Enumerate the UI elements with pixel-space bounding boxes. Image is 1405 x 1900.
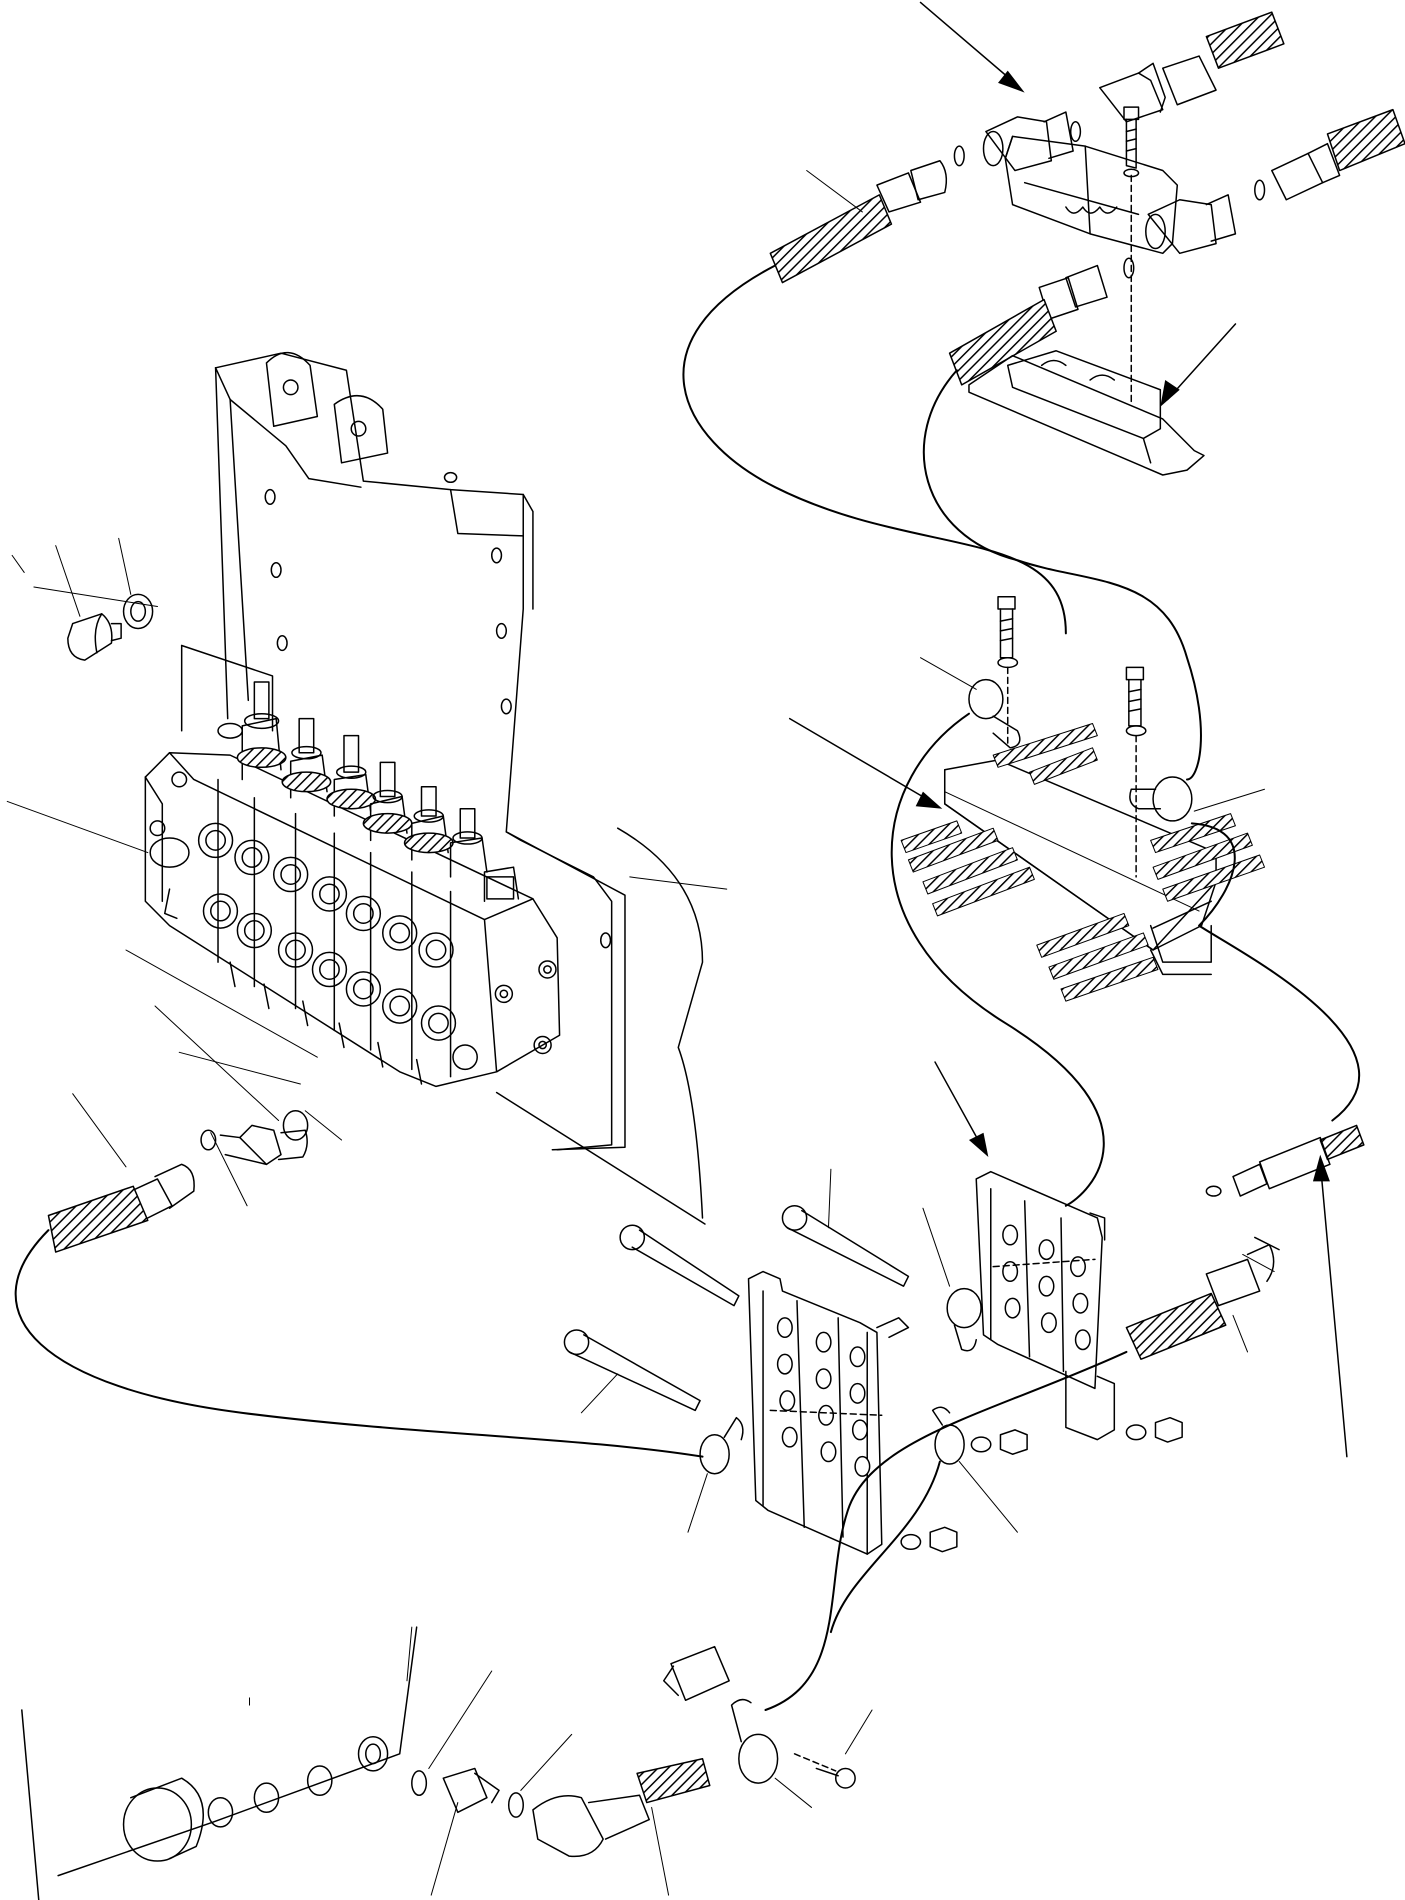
control-valve bbox=[145, 682, 559, 1086]
tank-elbow bbox=[22, 1627, 855, 1900]
arrows bbox=[790, 2, 1347, 1456]
clamp-plates bbox=[564, 1125, 1363, 1554]
leader-lines bbox=[7, 171, 1274, 1896]
arrowheads bbox=[915, 70, 1330, 1182]
plug bbox=[68, 594, 153, 660]
hose-clamp-block bbox=[901, 597, 1264, 1001]
top-manifold bbox=[770, 12, 1405, 475]
hose-lines bbox=[16, 266, 1360, 1710]
left-adapter bbox=[48, 1111, 307, 1252]
mounting-bracket bbox=[182, 353, 727, 1224]
